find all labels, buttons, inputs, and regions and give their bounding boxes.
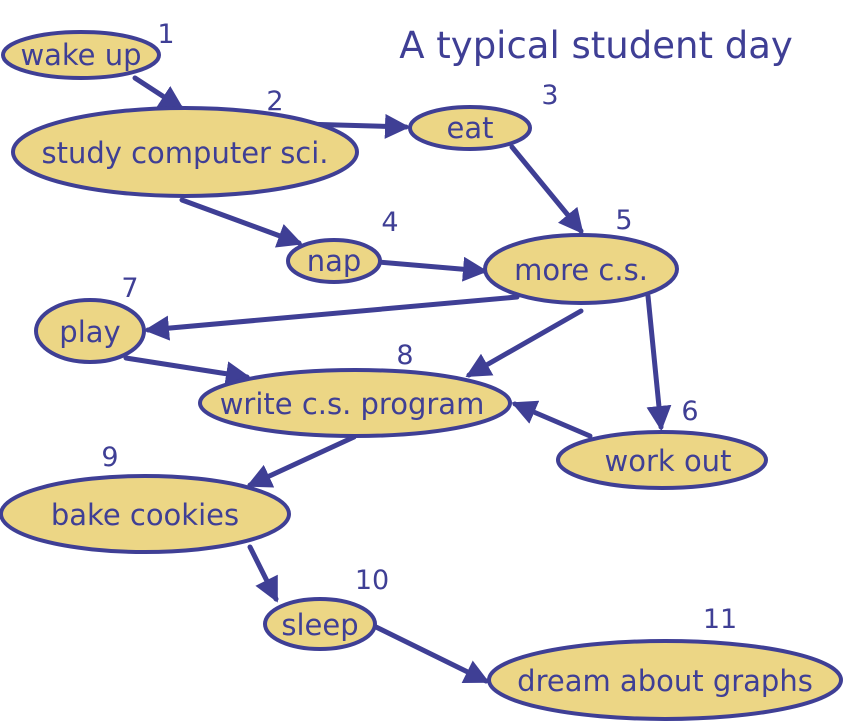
edge-arrow [511, 400, 593, 439]
edge-n6-to-n8 [511, 400, 593, 439]
node-label: more c.s. [514, 253, 648, 287]
edge-n4-to-n5 [375, 256, 488, 282]
edge-n5-to-n6 [645, 293, 672, 431]
edge-arrow [246, 434, 357, 488]
edge-arrow [132, 75, 185, 111]
node-number: 6 [681, 396, 698, 427]
edge-n7-to-n8 [123, 355, 251, 387]
node-number: 1 [157, 19, 174, 50]
node-number: 7 [121, 273, 138, 304]
node-write-cs-program: write c.s. program 8 [198, 340, 512, 438]
node-number: 3 [541, 80, 558, 111]
edge-arrow [179, 197, 303, 248]
node-work-out: work out 6 [556, 396, 768, 490]
edge-arrow [375, 256, 488, 282]
node-number: 10 [355, 565, 389, 596]
node-label: play [59, 315, 120, 349]
edge-arrow [123, 355, 251, 387]
edge-n8-to-n9 [246, 434, 357, 488]
node-label: write c.s. program [220, 387, 485, 421]
edge-arrow [645, 293, 672, 431]
edge-arrow [144, 294, 520, 341]
node-label: bake cookies [51, 498, 239, 532]
node-label: nap [307, 244, 362, 278]
edges-layer [123, 75, 672, 684]
node-number: 9 [101, 442, 118, 473]
node-dream-about-graphs: dream about graphs 11 [487, 604, 843, 721]
edge-n10-to-n11 [373, 624, 490, 684]
node-label: eat [447, 111, 494, 145]
node-number: 8 [396, 340, 413, 371]
node-number: 2 [266, 86, 283, 117]
node-wake-up: wake up 1 [1, 19, 175, 80]
node-label: work out [605, 444, 732, 478]
diagram-title: A typical student day [399, 24, 793, 67]
edge-n1-to-n2 [132, 75, 185, 111]
edge-arrow [373, 624, 490, 684]
node-label: wake up [20, 38, 141, 72]
node-number: 5 [615, 205, 632, 236]
node-more-cs: more c.s. 5 [483, 205, 679, 305]
node-nap: nap 4 [286, 207, 399, 284]
edge-arrow [247, 544, 279, 603]
edge-n3-to-n5 [509, 144, 584, 235]
node-number: 4 [381, 207, 398, 238]
node-play: play 7 [34, 273, 146, 364]
node-label: dream about graphs [517, 664, 813, 698]
node-study-computer-sci: study computer sci. 2 [11, 86, 359, 198]
edge-n9-to-n10 [247, 544, 279, 603]
node-label: study computer sci. [41, 136, 328, 170]
node-eat: eat 3 [408, 80, 559, 151]
node-label: sleep [281, 608, 358, 642]
edge-n5-to-n8 [465, 308, 584, 378]
edge-arrow [465, 308, 584, 378]
edge-arrow [509, 144, 584, 235]
edge-n5-to-n7 [144, 294, 520, 341]
node-bake-cookies: bake cookies 9 [0, 442, 291, 554]
node-sleep: sleep 10 [263, 565, 389, 651]
edge-n2-to-n4 [179, 197, 303, 248]
node-number: 11 [703, 604, 737, 635]
